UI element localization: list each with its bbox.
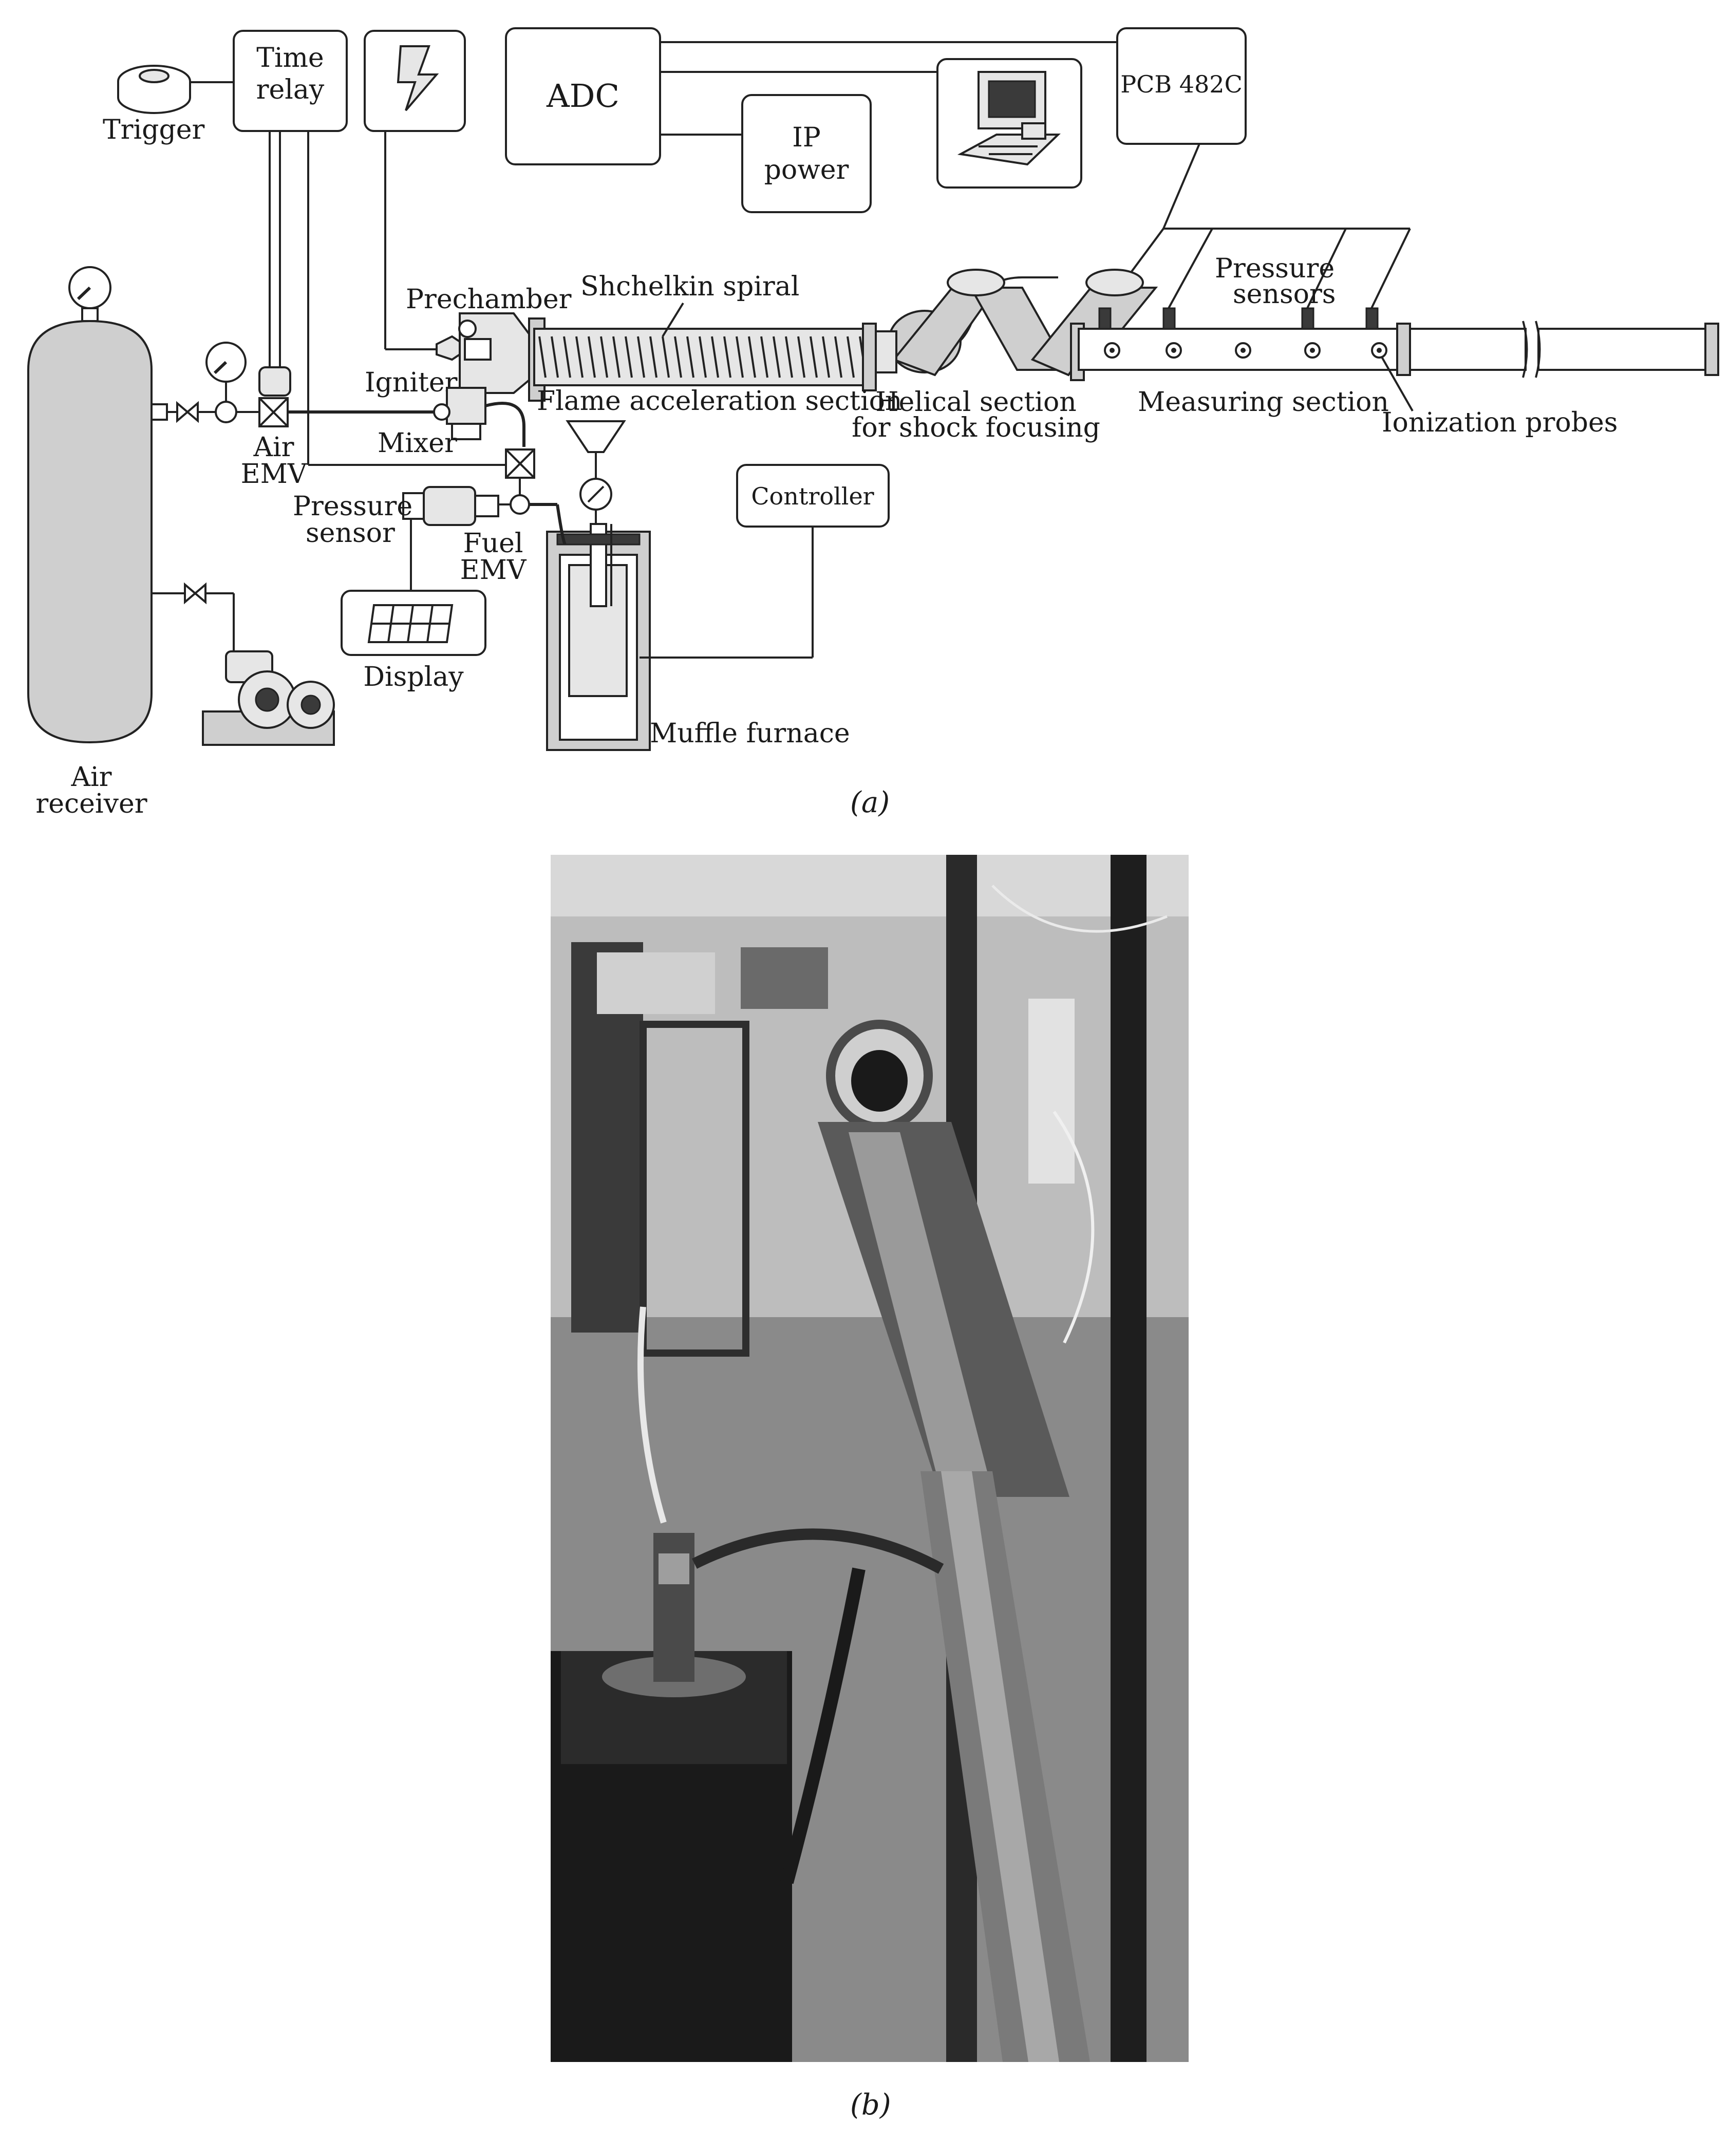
time-relay-box	[233, 30, 348, 132]
flame-acceleration-tube	[533, 323, 877, 391]
pressure-sensor-label-2: sensor	[306, 518, 395, 549]
ip-power-label-1: IP	[792, 122, 821, 153]
shchelkin-spiral-label: Shchelkin spiral	[580, 271, 799, 302]
figure-a-caption: (a)	[850, 786, 890, 819]
ip-power-label-2: power	[764, 155, 849, 185]
flame-section-label: Flame acceleration section	[537, 386, 902, 417]
trigger-device	[117, 65, 191, 114]
trigger-label: Trigger	[103, 115, 205, 145]
ionization-probes-label: Ionization probes	[1382, 407, 1618, 438]
pcb-label: PCB 482C	[1120, 70, 1243, 98]
pcb-box	[1116, 27, 1247, 145]
air-receiver-label-2: receiver	[35, 789, 147, 819]
display-label: Display	[363, 662, 464, 692]
fuel-emv-label-1: Fuel	[463, 528, 523, 559]
helical-section-label-1: Helical section	[875, 387, 1077, 418]
computer-icon	[957, 71, 1061, 166]
adc-box	[505, 27, 661, 165]
muffle-furnace-label: Muffle furnace	[650, 718, 850, 749]
fuel-emv-label-2: EMV	[460, 555, 527, 586]
air-emv-label-2: EMV	[241, 459, 308, 490]
muffle-furnace	[546, 420, 651, 751]
ip-power-box	[741, 94, 872, 213]
controller-label: Controller	[751, 482, 874, 510]
experimental-setup-photo	[551, 855, 1189, 2062]
time-relay-label-2: relay	[256, 74, 325, 105]
ionization-probe-icons	[1104, 342, 1387, 359]
schematic-diagram: Trigger Time relay ADC IP power PCB 482C	[27, 27, 1719, 819]
air-receiver-tank	[27, 266, 153, 744]
lightning-icon	[397, 45, 439, 111]
air-emv-label-1: Air	[253, 432, 294, 463]
pressure-sensors-label-2: sensors	[1233, 279, 1336, 310]
pressure-sensor-ports	[1098, 307, 1379, 330]
mixer-label: Mixer	[378, 428, 457, 459]
measuring-section-label: Measuring section	[1138, 387, 1389, 418]
valve-icon	[176, 401, 199, 423]
display-grid-icon	[367, 604, 454, 643]
prechamber-label: Prechamber	[406, 284, 572, 315]
pressure-sensor-label-1: Pressure	[293, 491, 412, 522]
time-relay-label-1: Time	[256, 43, 324, 73]
air-receiver-label-1: Air	[70, 762, 111, 793]
igniter-label: Igniter	[365, 367, 458, 398]
compressor-icon	[202, 650, 335, 746]
pressure-sensor	[402, 486, 499, 526]
figure-b-caption: (b)	[850, 2088, 891, 2122]
pressure-sensors-label-1: Pressure	[1215, 253, 1335, 284]
mixer	[433, 387, 486, 440]
adc-label: ADC	[546, 77, 619, 115]
helical-section-label-2: for shock focusing	[852, 413, 1100, 443]
prechamber	[436, 312, 546, 402]
